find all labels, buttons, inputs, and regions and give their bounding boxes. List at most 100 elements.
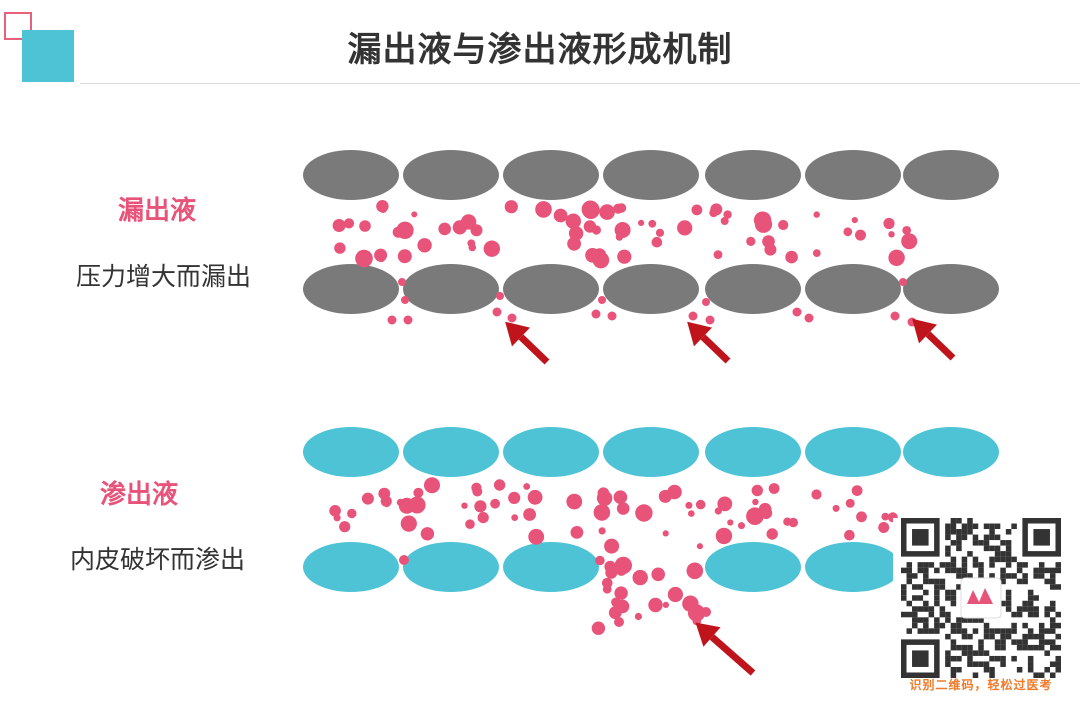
protein-dot xyxy=(599,204,615,220)
protein-dot xyxy=(766,528,778,540)
endothelial-cell xyxy=(303,150,399,200)
protein-dot xyxy=(359,220,371,232)
protein-dot xyxy=(856,511,867,523)
protein-dot xyxy=(332,219,346,232)
protein-dot xyxy=(570,526,584,539)
endothelial-cell xyxy=(903,264,999,314)
protein-dot xyxy=(662,601,670,609)
protein-dot xyxy=(688,311,698,321)
protein-dot xyxy=(888,249,905,266)
endothelial-cell xyxy=(805,542,901,592)
leak-arrow xyxy=(687,321,731,364)
page-title: 漏出液与渗出液形成机制 xyxy=(347,30,733,70)
endothelial-cell xyxy=(503,427,599,477)
protein-dot xyxy=(468,243,477,252)
protein-dot xyxy=(686,562,704,580)
protein-dot xyxy=(702,298,710,306)
protein-dot xyxy=(553,208,568,223)
protein-dot xyxy=(504,200,518,214)
protein-dot xyxy=(376,253,386,263)
protein-dot xyxy=(688,510,695,517)
protein-dot xyxy=(832,504,840,512)
protein-dot xyxy=(400,515,417,532)
protein-dot xyxy=(614,222,631,238)
protein-dot xyxy=(717,496,733,512)
protein-dot xyxy=(804,313,814,323)
exudate-description: 内皮破坏而渗出 xyxy=(70,545,246,574)
protein-dot xyxy=(613,203,624,214)
qr-code-icon xyxy=(901,518,1061,678)
protein-dot xyxy=(343,218,355,229)
protein-dot xyxy=(593,504,611,521)
protein-dot xyxy=(523,483,531,490)
protein-dot xyxy=(713,250,723,259)
endothelial-cell xyxy=(903,150,999,200)
protein-dot xyxy=(460,214,477,230)
protein-dot xyxy=(785,250,798,264)
protein-dot xyxy=(347,508,357,519)
protein-dot xyxy=(333,514,341,522)
qr-code[interactable] xyxy=(893,518,1069,698)
protein-dot xyxy=(759,506,773,520)
transudate-label: 漏出液 xyxy=(118,196,197,226)
protein-dot xyxy=(768,483,780,494)
protein-dot xyxy=(746,507,764,525)
protein-dot xyxy=(396,498,404,506)
protein-dot xyxy=(595,555,605,566)
protein-dot xyxy=(591,309,601,319)
protein-dot xyxy=(682,595,699,612)
endothelial-cell xyxy=(705,542,801,592)
protein-dot xyxy=(438,222,452,236)
protein-dot xyxy=(811,489,822,500)
protein-dot xyxy=(701,607,711,617)
exudate-label: 渗出液 xyxy=(100,480,179,510)
endothelial-cell xyxy=(603,264,699,314)
protein-dot xyxy=(685,501,693,509)
protein-dot xyxy=(523,508,536,521)
protein-dot xyxy=(655,228,665,237)
protein-dot xyxy=(683,597,690,604)
transudate-description: 压力增大而漏出 xyxy=(76,262,252,291)
protein-dot xyxy=(727,519,734,526)
protein-dot xyxy=(764,243,777,256)
protein-dot xyxy=(398,278,406,286)
protein-dot xyxy=(605,566,618,579)
protein-dot xyxy=(723,210,732,219)
protein-dot xyxy=(751,484,763,497)
endothelial-cell xyxy=(403,542,499,592)
protein-dot xyxy=(617,249,632,264)
protein-dot xyxy=(844,529,855,541)
protein-dot xyxy=(696,543,704,550)
protein-dot xyxy=(507,313,517,323)
protein-dot xyxy=(339,521,351,533)
protein-dot xyxy=(905,238,914,247)
leak-arrow xyxy=(695,622,756,676)
protein-dot xyxy=(387,315,397,325)
corner-decoration-block xyxy=(22,30,74,82)
protein-dot xyxy=(754,215,773,233)
protein-dot xyxy=(417,238,432,253)
protein-dot xyxy=(651,236,663,248)
protein-dot xyxy=(715,527,733,545)
protein-dot xyxy=(465,519,475,529)
protein-dot xyxy=(695,499,706,510)
protein-dot xyxy=(890,311,900,321)
endothelial-cell xyxy=(503,542,599,592)
protein-dot xyxy=(355,249,373,268)
protein-dot xyxy=(662,530,669,537)
protein-dot xyxy=(783,517,792,526)
leak-arrow xyxy=(505,321,550,365)
endothelial-cell xyxy=(303,264,399,314)
protein-dot xyxy=(565,213,581,229)
protein-dot xyxy=(401,296,409,304)
protein-dot xyxy=(496,292,504,300)
protein-dot xyxy=(634,612,643,621)
protein-dot xyxy=(883,217,895,230)
endothelial-cell xyxy=(805,427,901,477)
protein-dot xyxy=(596,490,613,506)
protein-dot xyxy=(648,219,657,228)
protein-dot xyxy=(851,217,858,224)
endothelial-cell xyxy=(705,150,801,200)
protein-dot xyxy=(403,315,413,325)
protein-dot xyxy=(598,527,606,535)
